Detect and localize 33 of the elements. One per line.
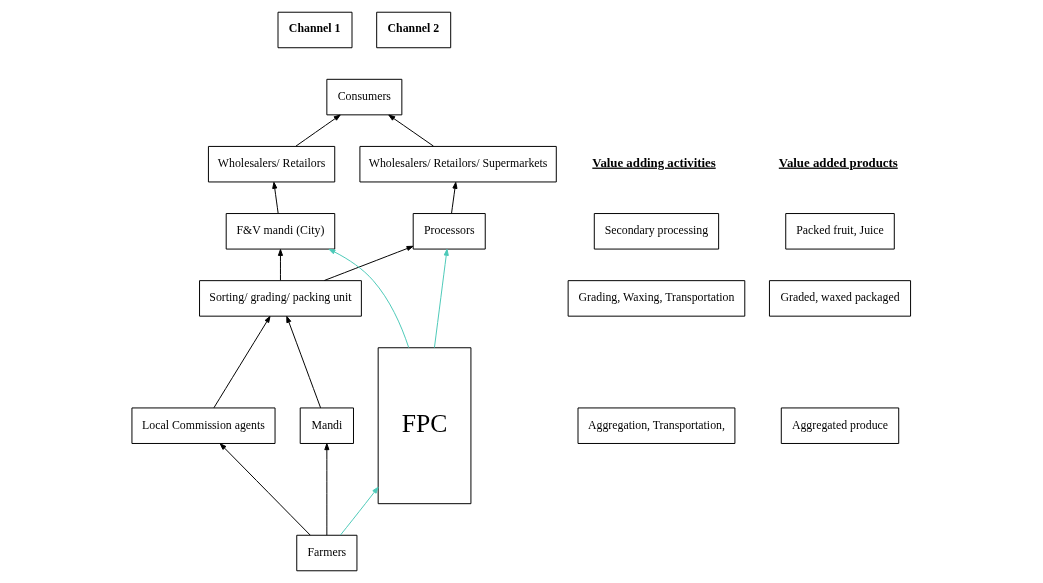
arrow	[277, 249, 283, 281]
node-box: Farmers	[295, 534, 357, 572]
arrow	[271, 181, 279, 214]
node-box: Wholesalers/ Retailors	[207, 145, 335, 183]
node-box: Aggregated produce	[780, 407, 899, 444]
node-box: Packed fruit, Juice	[784, 213, 895, 250]
node-box: Graded, waxed packaged	[768, 280, 911, 317]
node-box: F&V mandi (City)	[225, 213, 335, 250]
label: Value adding activities	[591, 155, 716, 170]
arrow	[294, 114, 341, 147]
node-box: Mandi	[299, 407, 354, 444]
arrow	[433, 248, 449, 349]
node-box: Wholesalers/ Retailors/ Supermarkets	[358, 145, 557, 183]
arrow	[339, 486, 379, 536]
node-box: Grading, Waxing, Transportation	[567, 280, 745, 317]
node-box: Consumers	[325, 78, 402, 116]
node-box: FPC	[377, 347, 471, 505]
node-box: Sorting/ grading/ packing unit	[198, 280, 362, 317]
node-box: Secondary processing	[593, 213, 719, 250]
arrow	[285, 315, 321, 409]
node-box: Channel 2	[375, 11, 451, 49]
node-box: Processors	[412, 213, 486, 250]
arrow	[219, 443, 311, 536]
node-box: Aggregation, Transportation,	[577, 407, 735, 444]
arrow	[387, 114, 434, 147]
node-box: Channel 1	[277, 11, 352, 49]
arrow	[323, 245, 413, 281]
arrow	[450, 181, 457, 214]
arrow	[212, 315, 270, 409]
node-box: Local Commission agents	[130, 407, 276, 444]
label: Value added products	[778, 155, 898, 170]
arrow	[328, 248, 409, 349]
arrow	[323, 443, 329, 536]
